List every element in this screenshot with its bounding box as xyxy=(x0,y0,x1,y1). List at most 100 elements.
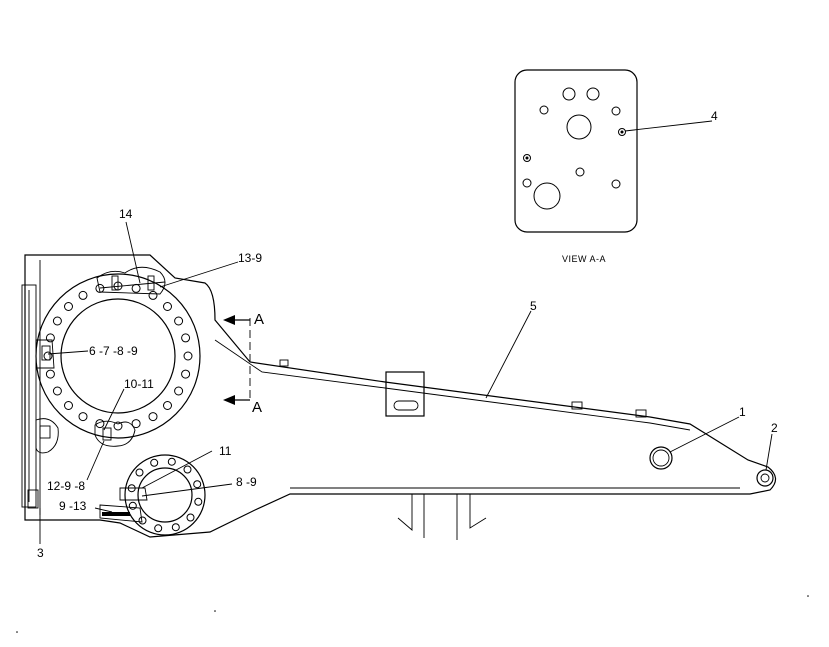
callout-89: 8 -9 xyxy=(236,475,257,489)
leader-lines xyxy=(39,120,773,544)
boss-1-inner xyxy=(652,449,670,467)
plate-hole xyxy=(611,179,621,189)
frame-outline xyxy=(24,254,777,538)
bolt-hole xyxy=(193,480,202,489)
main-frame xyxy=(21,254,777,540)
plate-outline xyxy=(514,69,638,233)
boss-1 xyxy=(649,446,673,470)
bolt-hole xyxy=(174,316,184,326)
left-bar xyxy=(21,284,37,508)
callout-6789: 6 -7 -8 -9 xyxy=(89,344,138,358)
bolt xyxy=(102,427,112,441)
plate-hole xyxy=(562,87,576,101)
bolt-hole xyxy=(150,458,159,467)
bolt-hole xyxy=(78,412,88,422)
bolt-hole xyxy=(183,351,193,361)
bolt-hole xyxy=(186,513,195,522)
end-eye-bore xyxy=(760,473,770,483)
callout-1298: 12-9 -8 xyxy=(47,479,85,493)
bolt-hole xyxy=(131,283,141,293)
bolt-hole xyxy=(135,468,144,477)
plate-hole xyxy=(611,106,621,116)
fitting-3 xyxy=(27,489,39,509)
plate-large-bore xyxy=(533,182,561,210)
bolt-hole xyxy=(167,457,176,466)
callout-2: 2 xyxy=(771,421,778,435)
bolt xyxy=(39,425,51,439)
callout-913: 9 -13 xyxy=(59,499,87,513)
view-caption: VIEW A-A xyxy=(562,254,606,264)
leader-4 xyxy=(624,120,713,132)
bolt-hole xyxy=(128,501,137,510)
lug xyxy=(571,401,583,410)
bolt-hole xyxy=(131,419,141,429)
plate-hole xyxy=(539,105,549,115)
leader-1298 xyxy=(86,440,105,481)
section-marker-top: A xyxy=(254,311,264,328)
bolt-hole xyxy=(181,369,191,379)
leader-89 xyxy=(141,483,233,497)
plate-hole xyxy=(586,87,600,101)
plate-hole xyxy=(575,167,585,177)
plate-center-bore xyxy=(566,114,592,140)
large-bore xyxy=(60,298,176,414)
bolt-hole xyxy=(163,401,172,410)
callout-1: 1 xyxy=(739,405,746,419)
leader-5 xyxy=(485,310,532,399)
bolt xyxy=(147,275,155,291)
center-block xyxy=(385,371,425,417)
leader-913 xyxy=(94,507,113,513)
small-bore xyxy=(137,467,193,523)
boom-upper-edge xyxy=(214,339,691,431)
bolt-hole xyxy=(64,302,73,311)
callout-14: 14 xyxy=(119,207,133,221)
leader-2 xyxy=(765,433,773,471)
callout-5: 5 xyxy=(530,299,537,313)
bolt-hole xyxy=(171,523,180,532)
bolt-hole xyxy=(113,421,123,431)
cutaway-top xyxy=(96,266,166,295)
bolt-hole xyxy=(78,290,88,300)
callout-1011: 10-11 xyxy=(124,377,154,391)
end-eye xyxy=(756,469,774,487)
cutaway-bottom xyxy=(119,487,148,501)
speck xyxy=(807,595,809,597)
plate-fitting-dot xyxy=(525,156,529,160)
speck xyxy=(214,610,216,612)
bolt-hole xyxy=(174,386,184,396)
bolt-hole xyxy=(45,369,55,379)
plate-hole xyxy=(522,178,532,188)
cutaway-base xyxy=(99,504,143,523)
callout-4: 4 xyxy=(711,109,718,123)
section-arrow-bottom xyxy=(223,395,250,405)
bolt xyxy=(41,345,51,361)
speck xyxy=(16,631,18,633)
bolt-hole xyxy=(45,333,55,343)
leader-11 xyxy=(141,450,213,489)
small-flange xyxy=(124,454,206,536)
bolt-hole xyxy=(194,497,203,506)
plate-fitting-dot xyxy=(620,130,624,134)
bolt-hole xyxy=(64,401,73,410)
block-slot xyxy=(393,400,419,411)
callout-11: 11 xyxy=(219,444,232,458)
leader-1011 xyxy=(103,388,125,431)
view-aa-plate: VIEW A-A xyxy=(514,69,638,264)
bolt-hole xyxy=(154,524,163,533)
callout-139: 13-9 xyxy=(238,251,262,265)
cutaway-mid xyxy=(94,420,136,447)
bolt xyxy=(111,275,119,291)
leader-14 xyxy=(125,221,141,284)
leg-left xyxy=(397,494,425,538)
bolt-hole xyxy=(183,465,192,474)
bolt-hole xyxy=(163,302,172,311)
bolt-hole xyxy=(148,290,158,300)
cutaway-left xyxy=(35,418,59,454)
bolt-hole xyxy=(52,316,62,326)
leg-right xyxy=(456,494,487,540)
leader-1 xyxy=(669,416,740,453)
bolt-hole xyxy=(138,516,147,525)
leader-6789 xyxy=(47,350,89,355)
section-arrow-top xyxy=(223,315,250,325)
